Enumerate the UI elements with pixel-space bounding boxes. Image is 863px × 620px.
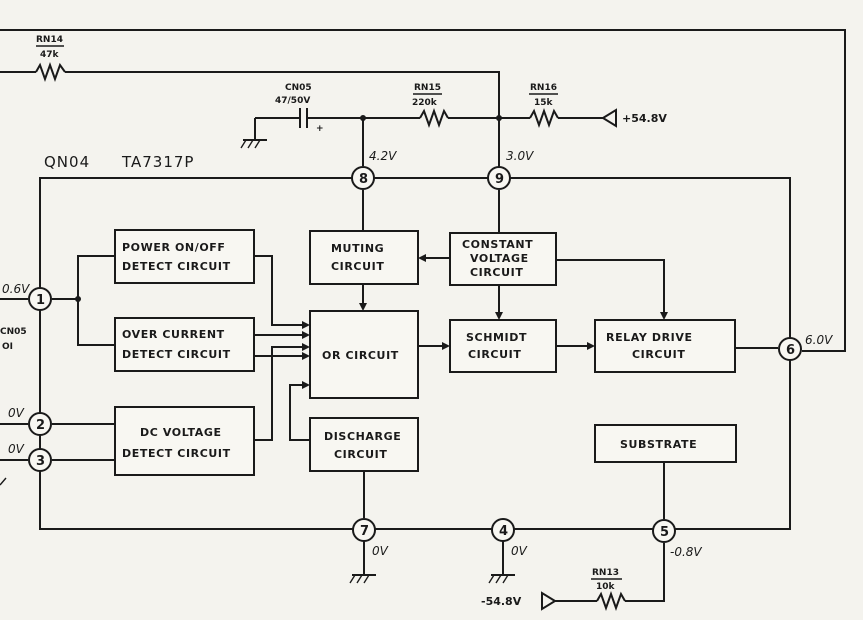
svg-text:2: 2: [36, 418, 45, 433]
rn16-ref: RN16: [530, 83, 557, 93]
or-circuit-block: OR CIRCUIT: [309, 310, 419, 399]
substrate-block: SUBSTRATE: [594, 424, 737, 463]
svg-text:7: 7: [360, 524, 369, 539]
svg-text:SUBSTRATE: SUBSTRATE: [620, 438, 697, 451]
rn15-value: 220k: [412, 98, 438, 108]
svg-text:6: 6: [786, 343, 795, 358]
rn13-ref: RN13: [592, 568, 619, 578]
cn05-ref: CN05: [285, 83, 312, 93]
pin-6: 6 6.0V: [778, 333, 833, 361]
svg-text:6.0V: 6.0V: [805, 333, 833, 347]
rn14-network: RN14 47k: [0, 35, 500, 178]
svg-text:OR CIRCUIT: OR CIRCUIT: [322, 349, 399, 362]
pin-2: 2 0V: [8, 406, 52, 436]
signal-arrows: [302, 254, 668, 389]
svg-text:9: 9: [495, 172, 504, 187]
pin-5: 5 -0.8V: [652, 519, 702, 559]
svg-text:4: 4: [499, 524, 508, 539]
pin-9: 9 3.0V: [487, 149, 534, 190]
svg-text:POWER ON/OFF: POWER ON/OFF: [122, 241, 226, 254]
relay-drive-block: RELAY DRIVE CIRCUIT: [594, 319, 736, 373]
svg-text:CIRCUIT: CIRCUIT: [632, 348, 685, 361]
constant-voltage-block: CONSTANT VOLTAGE CIRCUIT: [449, 232, 557, 286]
svg-text:SCHMIDT: SCHMIDT: [466, 331, 527, 344]
pin-7: 7 0V: [352, 518, 389, 558]
pin-8: 8 4.2V: [351, 149, 397, 190]
pin-4: 4 0V: [491, 518, 528, 558]
pos-supply-label: +54.8V: [622, 112, 667, 125]
over-current-block: OVER CURRENT DETECT CIRCUIT: [114, 317, 255, 372]
svg-text:CIRCUIT: CIRCUIT: [334, 448, 387, 461]
svg-text:CIRCUIT: CIRCUIT: [470, 266, 523, 279]
svg-text:MUTING: MUTING: [331, 242, 384, 255]
pin-1: 1 0.6V: [2, 282, 52, 311]
rn16-value: 15k: [534, 98, 554, 108]
svg-text:3: 3: [36, 454, 45, 469]
svg-text:DC VOLTAGE: DC VOLTAGE: [140, 426, 222, 439]
rn13-value: 10k: [596, 582, 616, 592]
chip-part: TA7317P: [121, 153, 194, 171]
svg-text:0V: 0V: [8, 442, 25, 456]
svg-text:CONSTANT: CONSTANT: [462, 238, 533, 251]
svg-text:DETECT CIRCUIT: DETECT CIRCUIT: [122, 348, 231, 361]
cn-left-value: OI: [2, 342, 13, 352]
svg-text:DETECT CIRCUIT: DETECT CIRCUIT: [122, 260, 231, 273]
svg-text:CIRCUIT: CIRCUIT: [331, 260, 384, 273]
svg-text:-0.8V: -0.8V: [670, 545, 702, 559]
svg-text:VOLTAGE: VOLTAGE: [470, 252, 529, 265]
schmidt-block: SCHMIDT CIRCUIT: [449, 319, 557, 373]
power-detect-block: POWER ON/OFF DETECT CIRCUIT: [114, 229, 255, 284]
cn-left-ref: CN05: [0, 327, 27, 337]
pin-3: 3 0V: [8, 442, 52, 472]
svg-text:0V: 0V: [372, 544, 389, 558]
rn14-value: 47k: [40, 50, 60, 60]
cn05-value: 47/50V: [275, 96, 310, 106]
svg-text:4.2V: 4.2V: [369, 149, 397, 163]
rn14-ref: RN14: [36, 35, 63, 45]
rn15-ref: RN15: [414, 83, 441, 93]
chip-ref: QN04: [44, 153, 90, 171]
dc-voltage-block: DC VOLTAGE DETECT CIRCUIT: [114, 406, 255, 476]
svg-text:OVER CURRENT: OVER CURRENT: [122, 328, 225, 341]
svg-text:0V: 0V: [511, 544, 528, 558]
svg-text:1: 1: [36, 293, 45, 308]
svg-text:0.6V: 0.6V: [2, 282, 30, 296]
svg-text:CIRCUIT: CIRCUIT: [468, 348, 521, 361]
cap-network: + CN05 47/50V RN15 220k RN16 15k +54.8V: [240, 83, 667, 166]
internal-wiring: [0, 190, 778, 519]
feedback-loop-wire: [0, 29, 846, 352]
svg-text:0V: 0V: [8, 406, 25, 420]
svg-text:3.0V: 3.0V: [506, 149, 534, 163]
cn05-polarity: +: [316, 124, 324, 134]
discharge-block: DISCHARGE CIRCUIT: [309, 417, 419, 472]
svg-text:DISCHARGE: DISCHARGE: [324, 430, 401, 443]
svg-text:5: 5: [660, 525, 669, 540]
svg-text:DETECT CIRCUIT: DETECT CIRCUIT: [122, 447, 231, 460]
muting-block: MUTING CIRCUIT: [309, 230, 419, 285]
svg-text:RELAY DRIVE: RELAY DRIVE: [606, 331, 693, 344]
bottom-network: -54.8V RN13 10k: [349, 541, 665, 611]
neg-supply-label: -54.8V: [481, 595, 522, 608]
svg-text:8: 8: [359, 172, 368, 187]
